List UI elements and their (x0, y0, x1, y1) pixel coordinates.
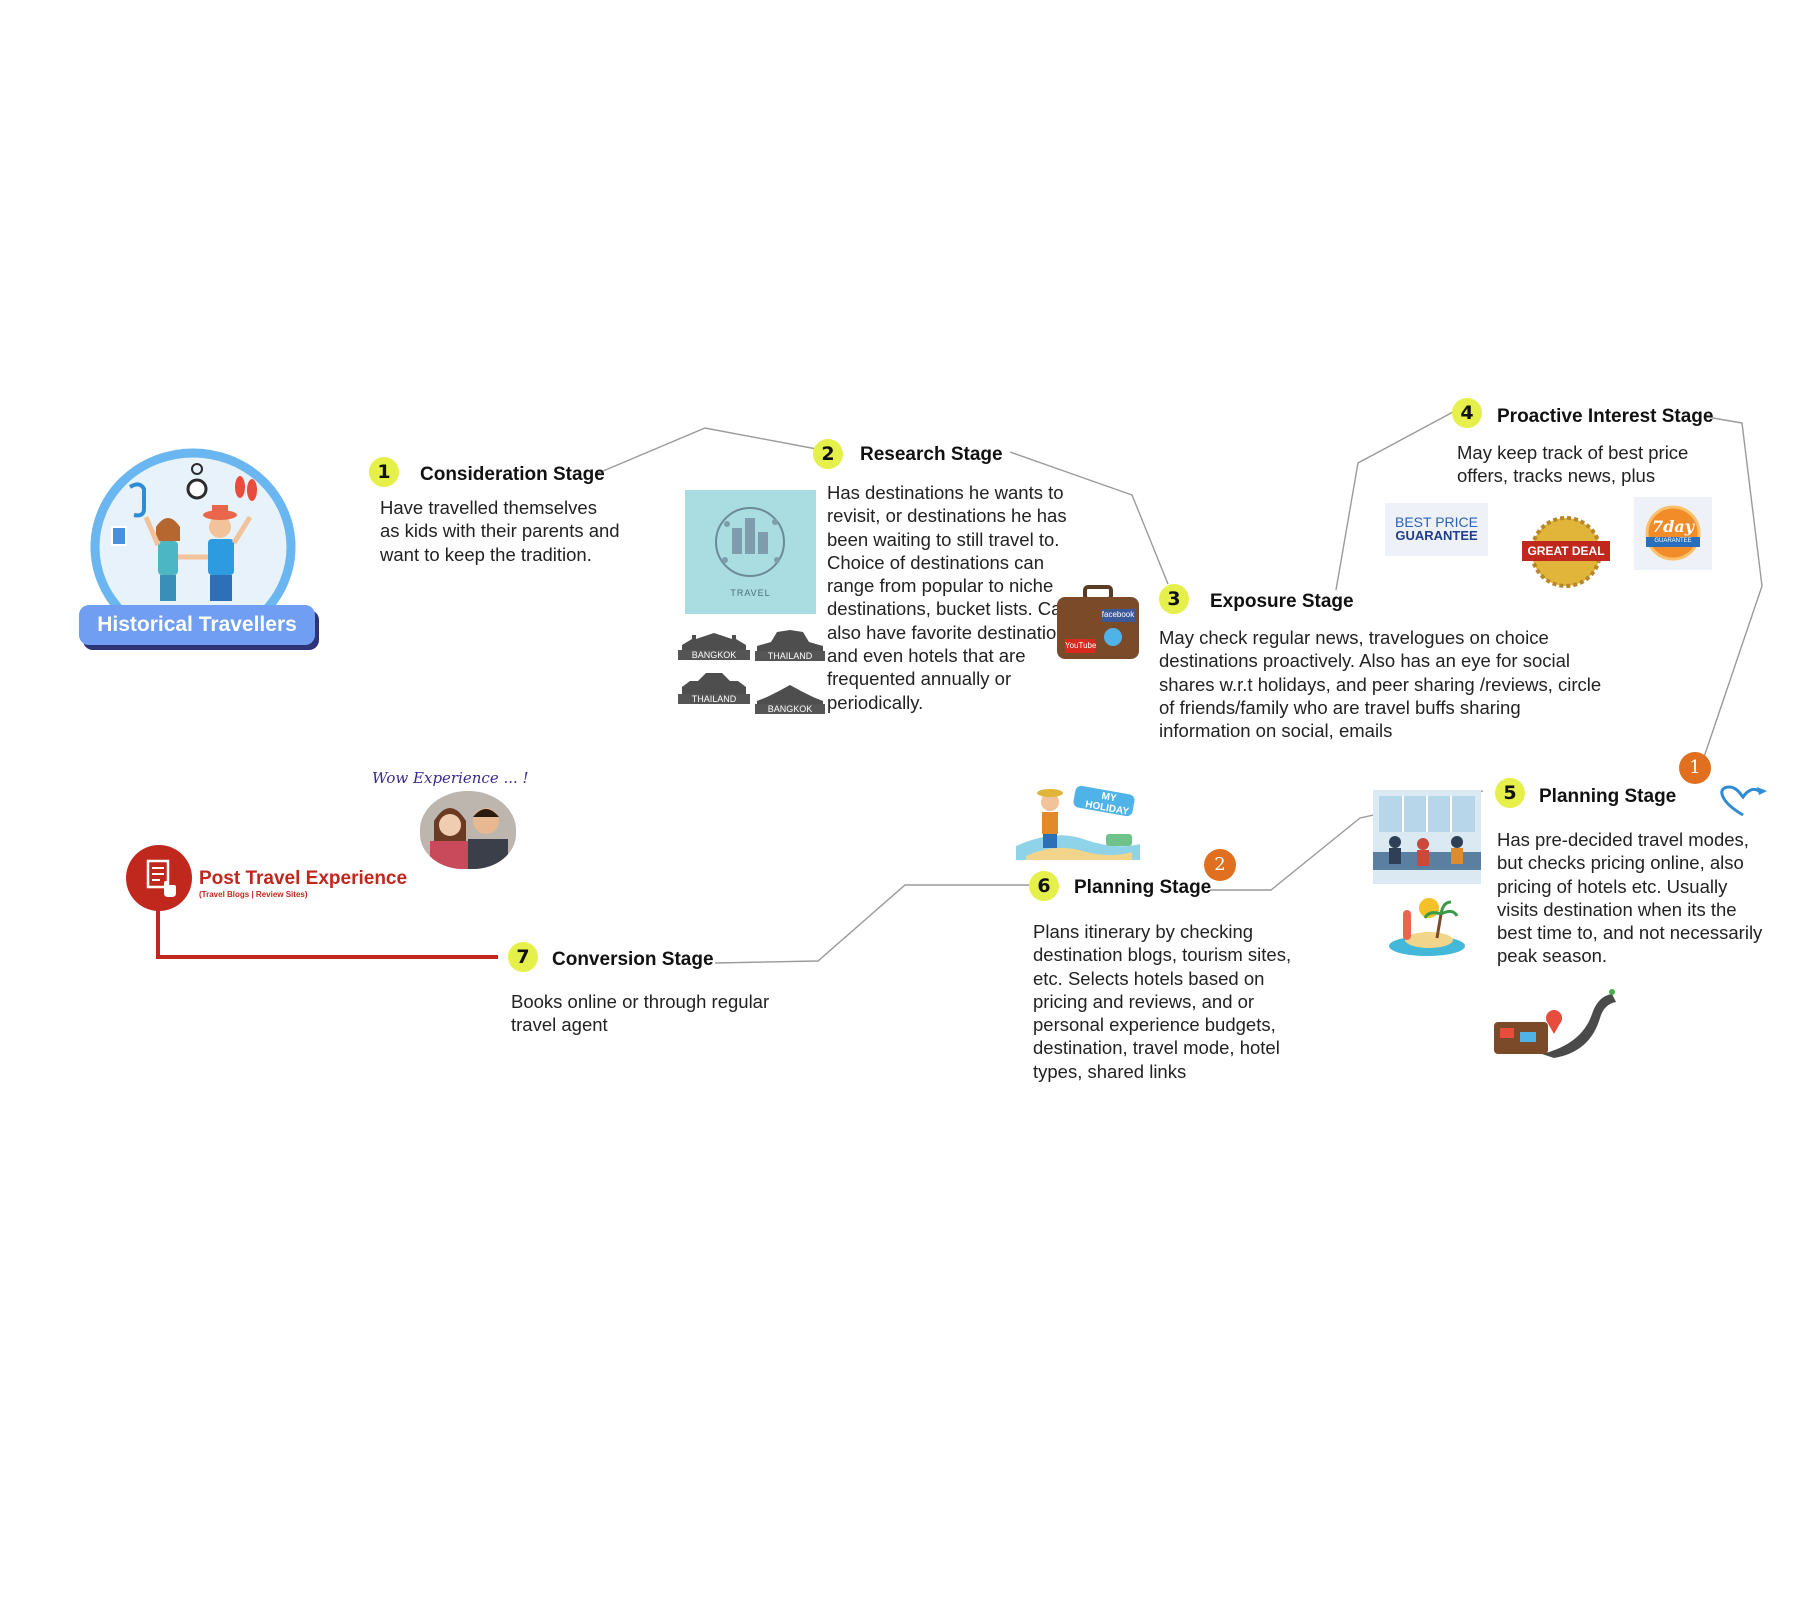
planning-marker-1: 1 (1679, 752, 1711, 784)
great-deal-label: GREAT DEAL (1527, 544, 1605, 558)
stage-2-title: Research Stage (860, 444, 1003, 465)
persona-label: Historical Travellers (79, 605, 315, 645)
travellers-illustration-icon (90, 448, 296, 646)
selfie-couple-icon (420, 791, 516, 869)
wow-experience-caption: Wow Experience ... ! (372, 769, 529, 787)
selfie-couple-photo (420, 791, 516, 869)
social-suitcase: facebook YouTube (1055, 585, 1143, 665)
planning-marker-2: 2 (1204, 849, 1236, 881)
landmark-2-label: THAILAND (755, 651, 825, 661)
seven-day-guarantee-badge: 7day GUARANTEE (1634, 497, 1712, 570)
stage-7-description: Books online or through regular travel a… (511, 991, 770, 1036)
great-deal-seal-icon (1522, 516, 1610, 588)
suitcase-facebook-sticker: facebook (1101, 610, 1135, 619)
stage-6-title: Planning Stage (1074, 877, 1212, 898)
stage-1-description: Have travelled themselves as kids with t… (380, 497, 620, 565)
stage-7-number: 7 (508, 942, 538, 972)
post-travel-connector (156, 899, 498, 959)
airport-scene (1373, 790, 1481, 884)
landmark-icon (682, 633, 746, 655)
stage-5-title: Planning Stage (1539, 786, 1677, 807)
great-deal-seal: GREAT DEAL (1520, 515, 1612, 589)
connector-1-2 (595, 427, 823, 475)
post-travel-title: Post Travel Experience (199, 868, 408, 889)
seven-day-label: 7day (1652, 517, 1694, 536)
seven-day-sub-label: GUARANTEE (1654, 538, 1692, 544)
landmark-1-label: BANGKOK (678, 650, 750, 660)
connector-6-7 (714, 884, 1030, 964)
stage-5-number: 5 (1495, 778, 1525, 808)
road-suitcase (1492, 988, 1618, 1058)
beach-island-icon (1389, 898, 1465, 956)
stage-2-description: Has destinations he wants to revisit, or… (827, 482, 1076, 713)
stage-6-number: 6 (1029, 871, 1059, 901)
stage-4-description: May keep track of best price offers, tra… (1457, 442, 1689, 487)
connector-3-4 (1335, 411, 1454, 591)
airport-scene-icon (1373, 790, 1481, 884)
stage-7-title: Conversion Stage (552, 949, 714, 970)
suitcase-youtube-sticker: YouTube (1065, 641, 1097, 650)
social-suitcase-icon (1057, 585, 1139, 659)
best-price-guarantee-badge: BEST PRICE GUARANTEE (1385, 503, 1488, 556)
stage-3-title: Exposure Stage (1210, 591, 1354, 612)
heart-plane-icon (1720, 785, 1767, 817)
travel-tile: TRAVEL (685, 490, 816, 614)
connector-4-5 (1702, 416, 1763, 761)
landmark-3: THAILAND (678, 673, 750, 707)
stage-5-description: Has pre-decided travel modes, but checks… (1497, 829, 1763, 967)
post-travel-subtitle: (Travel Blogs | Review Sites) (199, 890, 308, 899)
stage-3-description: May check regular news, travelogues on c… (1159, 627, 1602, 742)
landmark-2: THAILAND (755, 630, 825, 664)
post-travel-icon (126, 845, 192, 911)
best-price-line-2: GUARANTEE (1395, 528, 1478, 543)
landmark-4-label: BANGKOK (755, 704, 825, 714)
holiday-traveller: MY HOLIDAY (1016, 776, 1140, 860)
stage-3-number: 3 (1159, 584, 1189, 614)
landmark-4: BANGKOK (755, 685, 825, 719)
document-tap-icon (146, 859, 176, 897)
travel-tile-label: TRAVEL (730, 588, 771, 598)
landmark-icon (757, 685, 823, 709)
connector-2-3 (1009, 451, 1169, 585)
stage-1-number: 1 (369, 457, 399, 487)
holiday-traveller-icon (1016, 785, 1140, 860)
landmark-1: BANGKOK (678, 633, 750, 663)
landmark-icon (682, 673, 746, 699)
seven-day-badge-icon (1645, 505, 1701, 561)
travel-tile-icon (715, 507, 785, 577)
stage-2-number: 2 (813, 439, 843, 469)
landmark-3-label: THAILAND (678, 694, 750, 704)
road-suitcase-icon (1494, 989, 1616, 1058)
best-price-line-1: BEST PRICE (1395, 514, 1478, 530)
persona-illustration (90, 447, 296, 646)
landmark-icon (757, 630, 823, 656)
beach-island (1385, 890, 1469, 960)
stage-6-description: Plans itinerary by checking destination … (1033, 921, 1292, 1082)
stage-1-title: Consideration Stage (420, 464, 605, 485)
stage-4-number: 4 (1452, 398, 1482, 428)
stage-4-title: Proactive Interest Stage (1497, 406, 1714, 427)
